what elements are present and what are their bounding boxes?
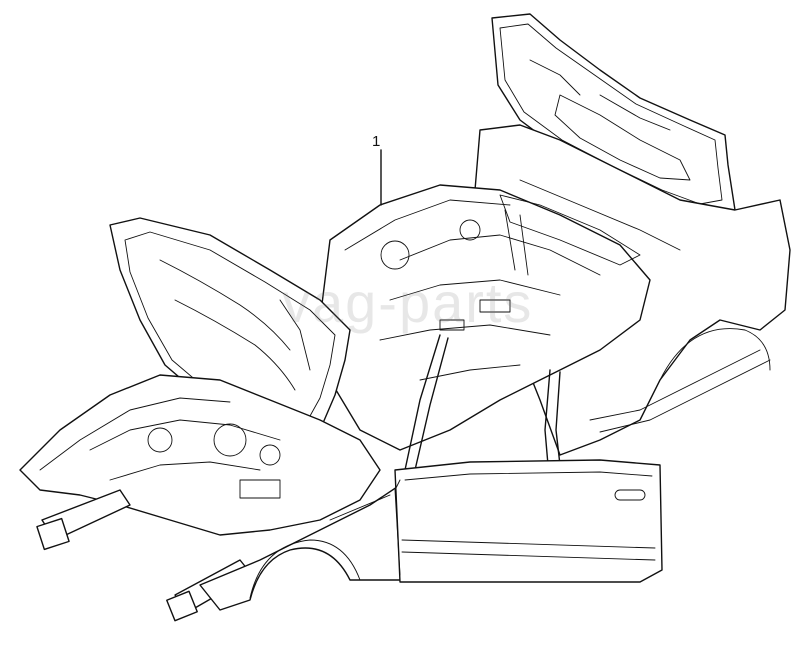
watermark: vag-parts (282, 271, 534, 334)
front-hood (109, 217, 351, 441)
door (394, 459, 663, 583)
a-pillar-frame (404, 334, 561, 471)
callout-number: 1 (372, 133, 381, 150)
floor-pan (319, 184, 651, 451)
